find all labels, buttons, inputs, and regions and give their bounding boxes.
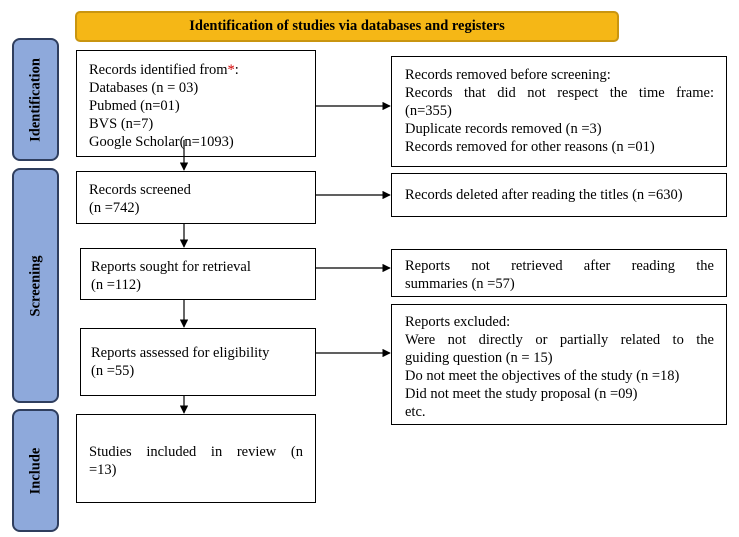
screened-label: Records screened: [89, 182, 191, 198]
excluded-etc: etc.: [405, 404, 426, 420]
assessed-label: Reports assessed for eligibility: [91, 345, 270, 361]
removed-time-frame: Records that did not respect the time fr…: [405, 85, 714, 101]
removed-title: Records removed before screening:: [405, 67, 611, 83]
records-removed-box: Records removed before screening: Record…: [391, 56, 727, 167]
excluded-reason-objectives: Do not meet the objectives of the study …: [405, 368, 680, 384]
not-retrieved-label: Reports not retrieved after reading the: [405, 258, 714, 274]
reports-assessed-box: Reports assessed for eligibility (n =55): [80, 328, 316, 396]
screened-count: (n =742): [89, 200, 140, 216]
removed-time-frame-count: (n=355): [405, 103, 452, 119]
records-screened-box: Records screened (n =742): [76, 171, 316, 224]
deleted-label: Records deleted after reading the titles…: [405, 187, 683, 203]
databases-count: Databases (n = 03): [89, 80, 199, 96]
removed-other: Records removed for other reasons (n =01…: [405, 139, 655, 155]
removed-duplicates: Duplicate records removed (n =3): [405, 121, 602, 137]
records-identified-box: Records identified from*: Databases (n =…: [76, 50, 316, 157]
stage-identification: Identification: [12, 38, 59, 161]
records-identified-title: Records identified from*:: [89, 62, 239, 78]
stage-include: Include: [12, 409, 59, 532]
studies-included-box: Studies included in review (n =13): [76, 414, 316, 503]
google-scholar-count: Google Scholar(n=1093): [89, 134, 234, 150]
reports-not-retrieved-box: Reports not retrieved after reading the …: [391, 249, 727, 297]
not-retrieved-count: summaries (n =57): [405, 276, 515, 292]
sought-label: Reports sought for retrieval: [91, 259, 251, 275]
header-banner: Identification of studies via databases …: [75, 11, 619, 42]
excluded-title: Reports excluded:: [405, 314, 511, 330]
sought-count: (n =112): [91, 277, 141, 293]
stage-screening-label: Screening: [27, 255, 43, 316]
banner-title: Identification of studies via databases …: [189, 18, 505, 34]
reports-excluded-box: Reports excluded: Were not directly or p…: [391, 304, 727, 425]
excluded-reason-related: Were not directly or partially related t…: [405, 332, 714, 348]
stage-include-label: Include: [27, 447, 43, 494]
included-label: Studies included in review (n: [89, 444, 303, 460]
pubmed-count: Pubmed (n=01): [89, 98, 180, 114]
included-count: =13): [89, 462, 117, 478]
excluded-reason-proposal: Did not meet the study proposal (n =09): [405, 386, 638, 402]
records-deleted-box: Records deleted after reading the titles…: [391, 173, 727, 217]
assessed-count: (n =55): [91, 363, 135, 379]
asterisk-mark: *: [227, 62, 235, 78]
stage-identification-label: Identification: [27, 57, 43, 142]
bvs-count: BVS (n=7): [89, 116, 154, 132]
stage-screening: Screening: [12, 168, 59, 403]
excluded-reason-related-count: guiding question (n = 15): [405, 350, 553, 366]
reports-sought-box: Reports sought for retrieval (n =112): [80, 248, 316, 300]
